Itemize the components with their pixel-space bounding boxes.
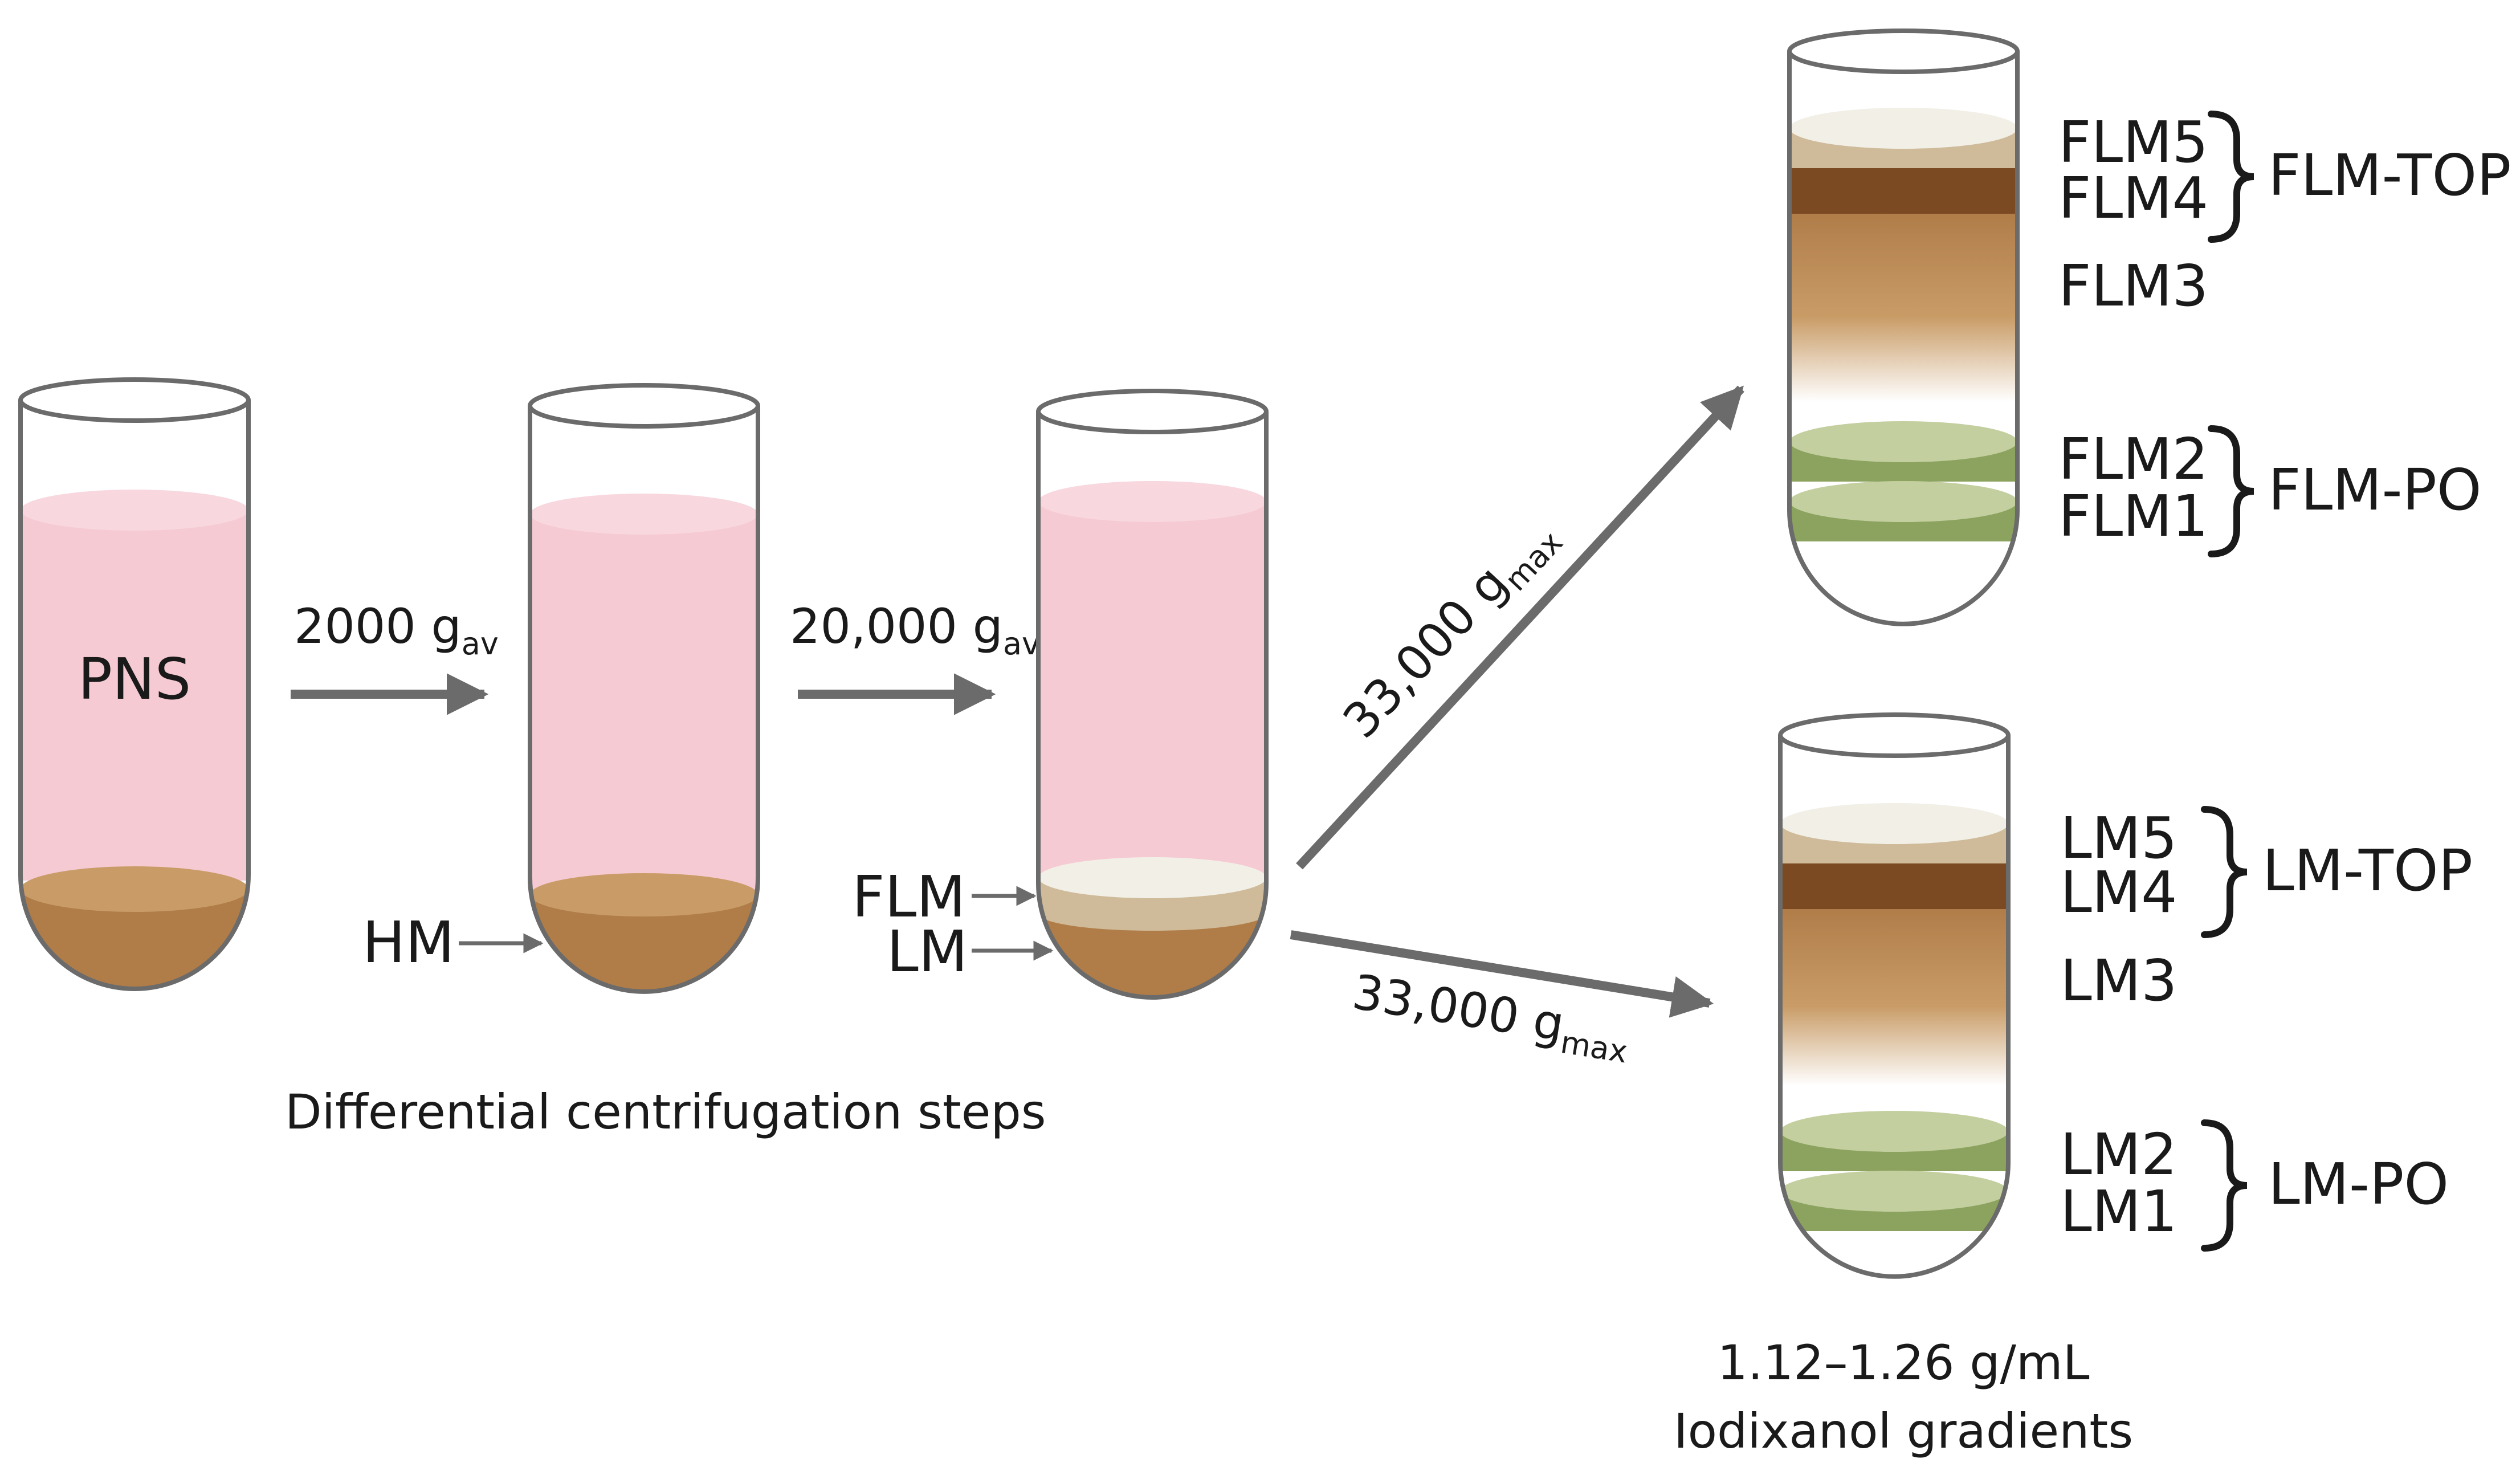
- lm-pellet-surface: [1038, 897, 1266, 931]
- flm-top-label: FLM-TOP: [2268, 142, 2511, 209]
- lm4-label: LM4: [2060, 859, 2178, 926]
- flm5-band: [1789, 108, 2017, 149]
- flm-top-brace: [2208, 111, 2254, 243]
- lm4-band: [1780, 863, 2008, 909]
- hm-label: HM: [362, 909, 454, 976]
- flm1-band-surface: [1789, 481, 2017, 522]
- lm3-band: [1780, 909, 2008, 1086]
- lm1-label: LM1: [2060, 1178, 2178, 1245]
- step3-flm-label: 33,000 gmax: [1332, 506, 1569, 753]
- lm1-band-surface: [1780, 1171, 2008, 1212]
- pns-pellet-surface: [21, 866, 248, 912]
- flm-fraction-label: FLM: [852, 863, 966, 930]
- tube-flm-outline: [1787, 51, 2020, 626]
- tube-hm-outline: [528, 406, 760, 994]
- lm2-label: LM2: [2060, 1121, 2178, 1188]
- flm5-label: FLM5: [2058, 109, 2208, 176]
- lm3-label: LM3: [2060, 947, 2178, 1014]
- flm-po-label: FLM-PO: [2268, 457, 2482, 523]
- tube-lm-outline: [1778, 735, 2011, 1279]
- lm2-band-surface: [1780, 1111, 2008, 1152]
- tube-flm-rim: [1787, 28, 2020, 74]
- step2-arrow: 20,000 gav: [790, 598, 1040, 715]
- flm4-label: FLM4: [2058, 165, 2208, 231]
- pns-label: PNS: [78, 646, 191, 712]
- step1-arrow: 2000 gav: [291, 598, 499, 715]
- step2-label: 20,000 gav: [790, 598, 1040, 662]
- tube-lm-gradient: LM5 LM4 LM3 LM2 LM1 LM-TOP LM-PO: [1778, 712, 2473, 1279]
- flm2-label: FLM2: [2058, 426, 2208, 492]
- step1-label: 2000 gav: [294, 598, 499, 662]
- lm5-label: LM5: [2060, 805, 2178, 871]
- lm-po-label: LM-PO: [2268, 1151, 2449, 1217]
- pns-medium-surface: [21, 490, 248, 531]
- gradient-medium-caption: Iodixanol gradients: [1674, 1403, 2133, 1459]
- flm3-band: [1789, 214, 2017, 402]
- gradient-density-caption: 1.12–1.26 g/mL: [1717, 1335, 2089, 1391]
- flm4-band: [1789, 168, 2017, 214]
- lm5-band: [1780, 803, 2008, 844]
- tube-pns-outline: [18, 400, 251, 991]
- tube-hm: HM: [362, 383, 760, 994]
- step3-flm-arrow: 33,000 gmax: [1296, 385, 1744, 870]
- tube-fractions: FLM LM: [852, 389, 1269, 1000]
- lm-po-brace: [2201, 1119, 2248, 1252]
- tube2-medium: [530, 514, 758, 896]
- lm-top-brace: [2201, 806, 2248, 938]
- tube-flm-gradient: FLM5 FLM4 FLM3 FLM2 FLM1 FLM-TOP FLM-PO: [1787, 28, 2511, 626]
- tube-fractions-rim: [1036, 389, 1269, 434]
- flm3-label: FLM3: [2058, 252, 2208, 319]
- flm1-label: FLM1: [2058, 483, 2208, 549]
- flm-po-brace: [2208, 425, 2254, 557]
- tube3-medium: [1038, 502, 1266, 878]
- lm-fraction-label: LM: [887, 918, 968, 985]
- tube-hm-rim: [528, 383, 760, 429]
- flm2-band-surface: [1789, 421, 2017, 462]
- hm-pellet-surface: [530, 873, 758, 916]
- differential-caption: Differential centrifugation steps: [285, 1084, 1046, 1140]
- tube-pns: PNS: [18, 377, 251, 991]
- flm-band: [1038, 857, 1266, 898]
- tube-pns-rim: [18, 377, 251, 423]
- tube-lm-rim: [1778, 712, 2011, 758]
- lm-top-label: LM-TOP: [2262, 837, 2473, 904]
- tube3-medium-surface: [1038, 481, 1266, 522]
- tube2-medium-surface: [530, 494, 758, 535]
- step3-lm-arrow: 33,000 gmax: [1290, 930, 1714, 1070]
- tube-fractions-outline: [1036, 411, 1269, 1000]
- pns-medium: [21, 510, 248, 881]
